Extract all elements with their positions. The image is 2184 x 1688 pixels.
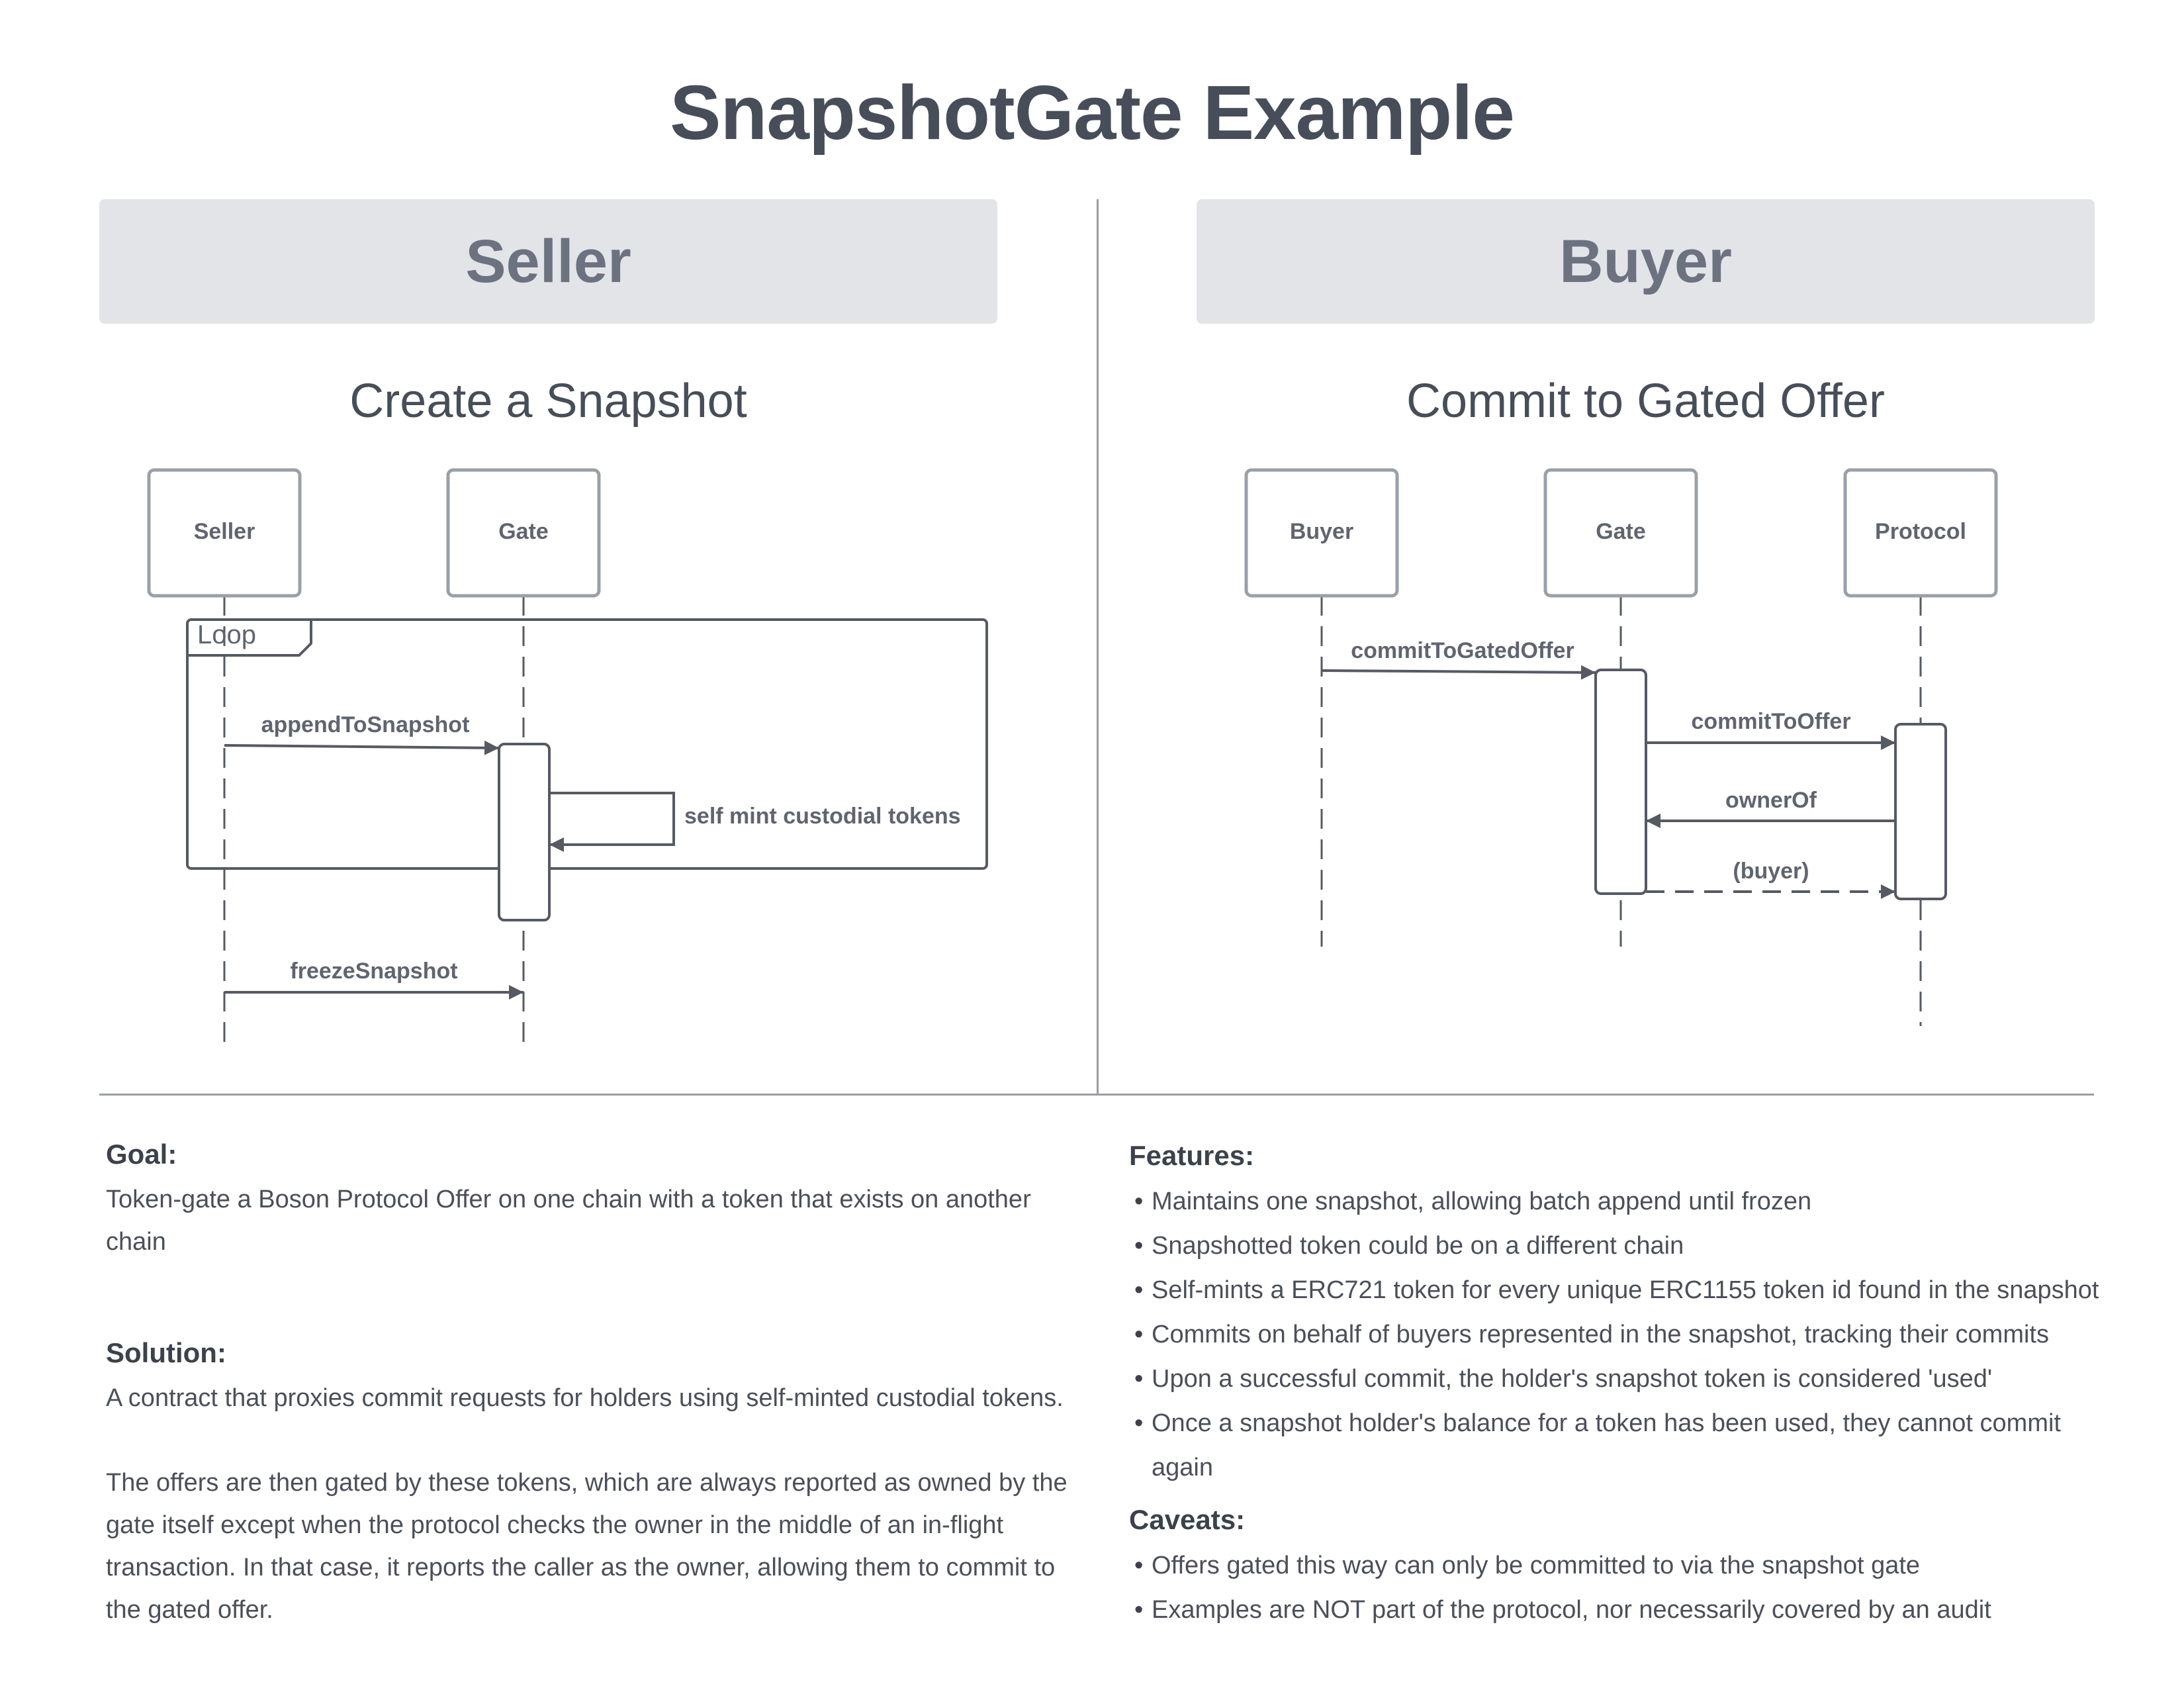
owner-of-label: ownerOf	[1725, 788, 1817, 813]
seller-banner-label: Seller	[465, 227, 631, 295]
goal-text: Token-gate a Boson Protocol Offer on one…	[106, 1186, 1031, 1256]
protocol-activation	[1894, 723, 1947, 900]
loop-frame	[186, 618, 988, 870]
seller-gate-participant-box	[446, 468, 601, 598]
list-item: Offers gated this way can only be commit…	[1129, 1544, 2115, 1588]
horizontal-divider	[99, 1094, 2094, 1096]
self-mint-label: self mint custodial tokens	[684, 804, 961, 829]
buyer-sequence-diagram: Buyer Gate Protocol commitToGatedOffer c…	[1244, 468, 1998, 1026]
buyer-gate-activation	[1594, 669, 1647, 895]
seller-gate-participant-label: Gate	[498, 519, 549, 544]
buyer-participant-label: Buyer	[1290, 519, 1353, 544]
buyer-banner-label: Buyer	[1559, 227, 1732, 295]
seller-banner: Seller	[99, 199, 997, 324]
features-list: Maintains one snapshot, allowing batch a…	[1129, 1180, 2115, 1490]
commit-gated-arrow	[1321, 665, 1596, 680]
list-item: Commits on behalf of buyers represented …	[1129, 1313, 2115, 1357]
list-item: Upon a successful commit, the holder's s…	[1129, 1357, 2115, 1401]
seller-sequence-diagram: Seller Gate Loop appendToSnapshot self m…	[147, 468, 988, 1043]
seller-subtitle: Create a Snapshot	[349, 375, 747, 428]
commit-gated-label: commitToGatedOffer	[1351, 638, 1574, 663]
buyer-participant-box	[1244, 468, 1399, 598]
protocol-participant-label: Protocol	[1875, 519, 1966, 544]
list-item: Self-mints a ERC721 token for every uniq…	[1129, 1268, 2115, 1313]
list-item: Maintains one snapshot, allowing batch a…	[1129, 1180, 2115, 1224]
commit-label: commitToOffer	[1691, 709, 1850, 734]
seller-participant-label: Seller	[194, 519, 255, 544]
buyer-return-label: (buyer)	[1733, 859, 1809, 884]
solution-heading: Solution:	[106, 1337, 226, 1368]
features-heading: Features:	[1129, 1140, 1255, 1171]
goal-heading: Goal:	[106, 1139, 177, 1170]
protocol-participant-box	[1843, 468, 1998, 598]
list-item: Snapshotted token could be on a differen…	[1129, 1224, 2115, 1268]
append-arrow	[224, 740, 500, 755]
page-title: SnapshotGate Example	[670, 70, 1515, 156]
append-label: appendToSnapshot	[261, 712, 470, 737]
loop-label: Loop	[197, 620, 256, 649]
buyer-gate-participant-box	[1543, 468, 1698, 598]
freeze-label: freezeSnapshot	[290, 959, 457, 984]
solution-paragraph-2: The offers are then gated by these token…	[106, 1469, 1068, 1624]
caveats-list: Offers gated this way can only be commit…	[1129, 1544, 2115, 1632]
list-item: Once a snapshot holder's balance for a t…	[1129, 1401, 2115, 1490]
self-mint-arrow	[549, 792, 675, 852]
list-item: Examples are NOT part of the protocol, n…	[1129, 1588, 2115, 1632]
loop-tab	[187, 620, 312, 657]
seller-participant-box	[147, 468, 302, 598]
buyer-gate-participant-label: Gate	[1596, 519, 1646, 544]
caveats-heading: Caveats:	[1129, 1504, 1246, 1535]
solution-paragraph-1: A contract that proxies commit requests …	[106, 1384, 1064, 1412]
sequence-diagrams: Seller Gate Loop appendToSnapshot self m…	[147, 468, 1998, 1043]
buyer-subtitle: Commit to Gated Offer	[1406, 375, 1885, 428]
seller-gate-activation	[498, 743, 551, 921]
buyer-banner: Buyer	[1197, 199, 2095, 324]
vertical-divider	[1097, 199, 1099, 1096]
